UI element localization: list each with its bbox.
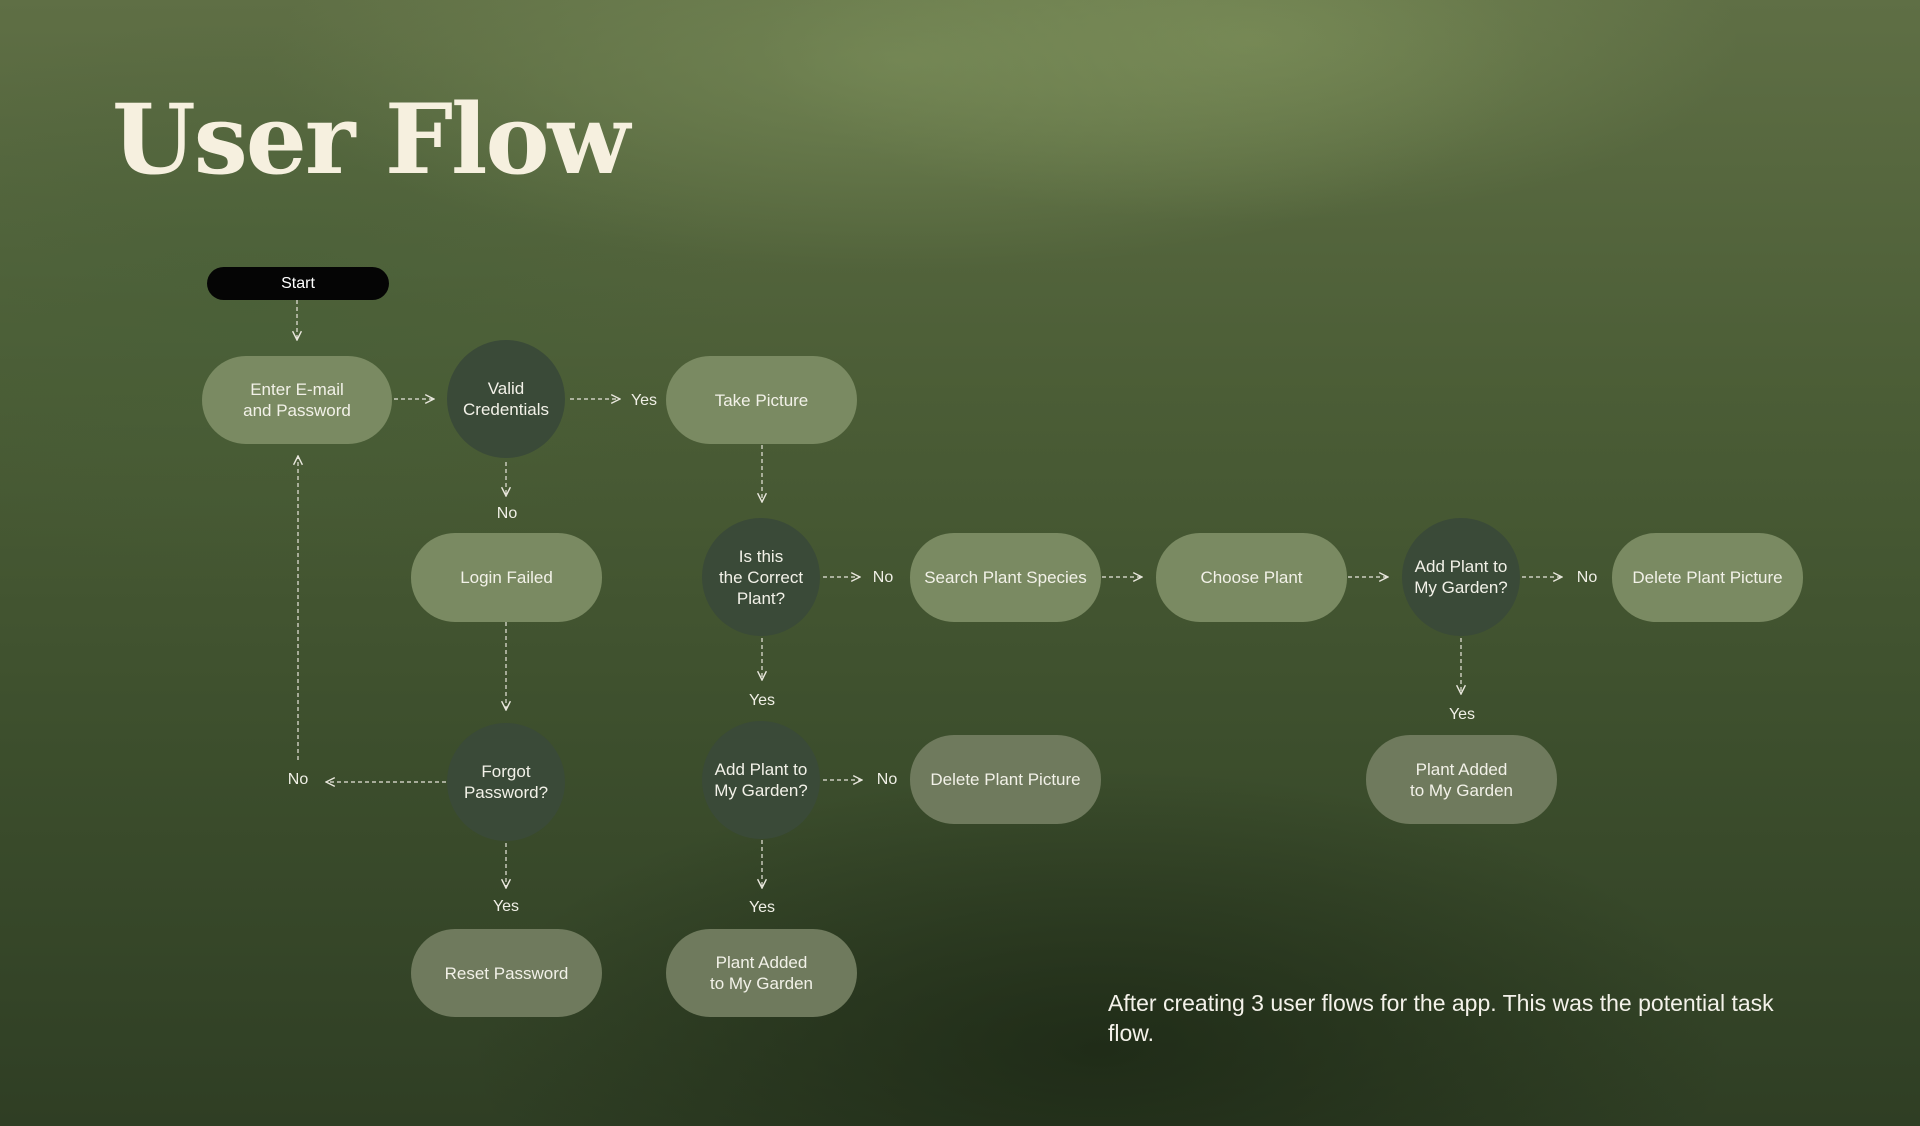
edge-label-valid-yes: Yes: [630, 392, 658, 409]
valid-credentials-node: Valid Credentials: [447, 340, 565, 458]
edge-label-valid-no: No: [496, 505, 518, 522]
reset-password-node: Reset Password: [411, 929, 602, 1017]
login-failed-node: Login Failed: [411, 533, 602, 622]
plant-added-right-node: Plant Added to My Garden: [1366, 735, 1557, 824]
search-plant-species-node: Search Plant Species: [910, 533, 1101, 622]
edge-label-add-right-yes: Yes: [1448, 706, 1476, 723]
delete-plant-picture-right-node: Delete Plant Picture: [1612, 533, 1803, 622]
edge-label-add-mid-yes: Yes: [748, 899, 776, 916]
edge-label-forgot-yes: Yes: [492, 898, 520, 915]
edge-label-add-right-no: No: [1576, 569, 1598, 586]
delete-plant-picture-mid-node: Delete Plant Picture: [910, 735, 1101, 824]
start-node: Start: [207, 267, 389, 300]
edge-label-add-mid-no: No: [876, 771, 898, 788]
add-plant-mid-node: Add Plant to My Garden?: [702, 721, 820, 839]
edge-label-forgot-no: No: [287, 771, 309, 788]
plant-added-mid-node: Plant Added to My Garden: [666, 929, 857, 1017]
choose-plant-node: Choose Plant: [1156, 533, 1347, 622]
page-title: User Flow: [112, 83, 630, 196]
take-picture-node: Take Picture: [666, 356, 857, 444]
correct-plant-node: Is this the Correct Plant?: [702, 518, 820, 636]
edge-label-correct-no: No: [872, 569, 894, 586]
edge-label-correct-yes: Yes: [748, 692, 776, 709]
caption-text: After creating 3 user flows for the app.…: [1108, 990, 1774, 1046]
forgot-password-node: Forgot Password?: [447, 723, 565, 841]
enter-credentials-node: Enter E-mail and Password: [202, 356, 392, 444]
add-plant-right-node: Add Plant to My Garden?: [1402, 518, 1520, 636]
